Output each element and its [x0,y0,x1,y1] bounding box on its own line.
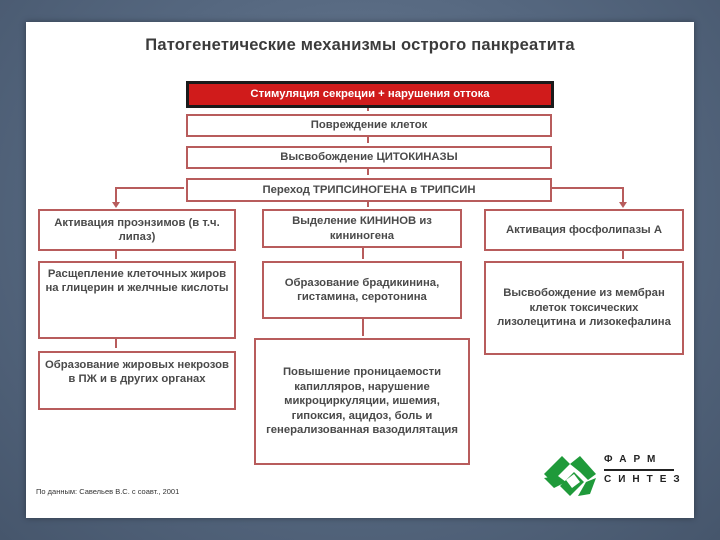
chain-box-stimulation: Стимуляция секреции + нарушения оттока [186,81,554,108]
logo-divider [604,469,674,471]
center-box-permeability-label: Повышение проницаемости капилляров, нару… [266,366,458,437]
left-box-fat-split: Расщепление клеточных жиров на глицерин … [38,261,236,339]
left-box-fat-necrosis: Образование жировых некрозов в ПЖ и в др… [38,351,236,410]
center-box-permeability: Повышение проницаемости капилляров, нару… [254,338,470,465]
center-box-kinins-label: Выделение КИНИНОВ из кининогена [292,215,432,242]
center-box-bradykinin: Образование брадикинина, гистамина, серо… [262,261,462,319]
left-box-proenzymes-label: Активация проэнзимов (в т.ч. липаз) [54,216,220,243]
chain-box-stimulation-label: Стимуляция секреции + нарушения оттока [250,88,490,101]
right-box-phospholipase-label: Активация фосфолипазы А [505,223,663,236]
right-box-phospholipase: Активация фосфолипазы А [484,209,684,251]
center-box-kinins: Выделение КИНИНОВ из кининогена [262,209,462,248]
left-box-fat-split-label: Расщепление клеточных жиров на глицерин … [45,268,229,295]
chain-box-trypsin: Переход ТРИПСИНОГЕНА в ТРИПСИН [186,178,552,202]
chain-box-cytokinase: Высвобождение ЦИТОКИНАЗЫ [186,146,552,169]
left-box-proenzymes: Активация проэнзимов (в т.ч. липаз) [38,209,236,251]
center-box-bradykinin-label: Образование брадикинина, гистамина, серо… [284,276,440,303]
chain-box-trypsin-label: Переход ТРИПСИНОГЕНА в ТРИПСИН [262,183,476,196]
chain-box-cytokinase-label: Высвобождение ЦИТОКИНАЗЫ [280,151,458,164]
source-note: По данным: Савельев В.С. с соавт., 2001 [36,487,180,496]
right-box-lysolecithin: Высвобождение из мембран клеток токсичес… [484,261,684,355]
pharmsintez-logo-icon [544,456,596,496]
slide: Патогенетические механизмы острого панкр… [26,22,694,518]
chain-box-cell-damage-label: Повреждение клеток [310,119,428,132]
logo-text-sintez: СИНТЕЗ [604,474,687,485]
left-box-fat-necrosis-label: Образование жировых некрозов в ПЖ и в др… [45,359,229,386]
slide-title: Патогенетические механизмы острого панкр… [145,36,575,54]
right-box-lysolecithin-label: Высвобождение из мембран клеток токсичес… [497,287,671,329]
logo-text-pharm: ФАРМ [604,454,663,465]
chain-box-cell-damage: Повреждение клеток [186,114,552,137]
